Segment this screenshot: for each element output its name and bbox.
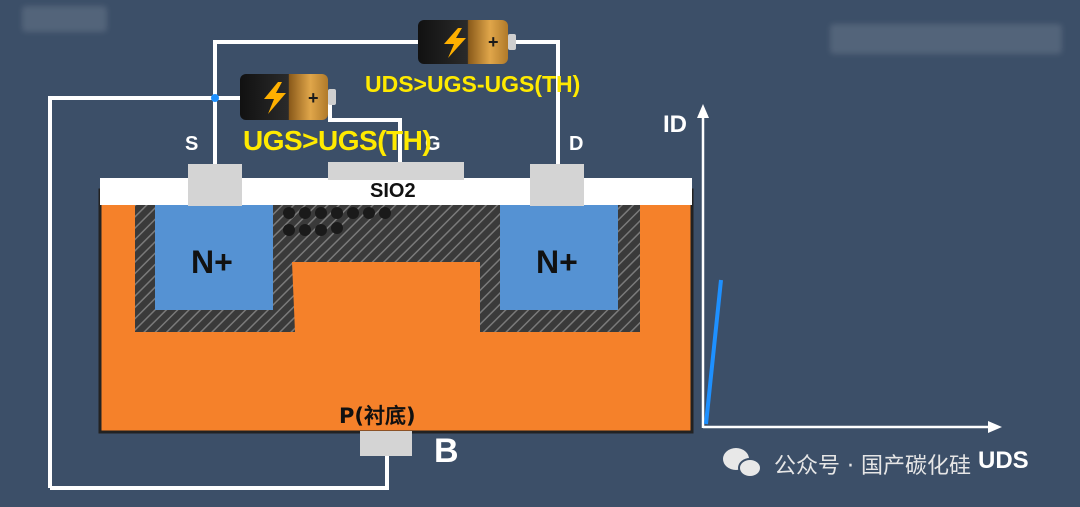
gate-contact [328, 162, 464, 180]
circuit-wires [48, 40, 560, 490]
n-plus-right [500, 205, 618, 310]
blurred-logo-left [22, 6, 107, 32]
source-contact [188, 164, 242, 206]
source-label: S [185, 133, 199, 155]
svg-text:+: + [488, 32, 499, 52]
uds-condition-label: UDS>UGS-UGS(TH) [365, 71, 581, 97]
drain-label: D [569, 133, 584, 155]
body-contact [360, 431, 412, 456]
channel-region [275, 205, 500, 262]
iv-graph-axes [697, 104, 1002, 433]
id-axis-label: ID [663, 111, 687, 138]
drain-contact [530, 164, 584, 206]
svg-text:+: + [308, 88, 319, 108]
watermark-text: 公众号 · 国产碳化硅 [774, 454, 971, 479]
battery-icon: + [240, 74, 336, 120]
battery-icon: + [418, 20, 516, 64]
n-plus-left [155, 205, 273, 310]
blurred-logo-right [830, 24, 1062, 54]
id-curve [704, 279, 723, 425]
ugs-condition-label: UGS>UGS(TH) [243, 125, 432, 156]
uds-axis-label: UDS [978, 447, 1029, 474]
n-plus-right-label: N+ [536, 244, 578, 280]
n-plus-left-label: N+ [191, 244, 233, 280]
body-label: B [434, 432, 459, 470]
substrate-label: P(衬底) [339, 404, 416, 428]
wechat-logo-icon [723, 448, 762, 478]
gate-label: G [425, 133, 441, 155]
channel-electrons [283, 207, 391, 236]
junction-dot [211, 94, 219, 102]
oxide-label: SIO2 [370, 180, 416, 202]
